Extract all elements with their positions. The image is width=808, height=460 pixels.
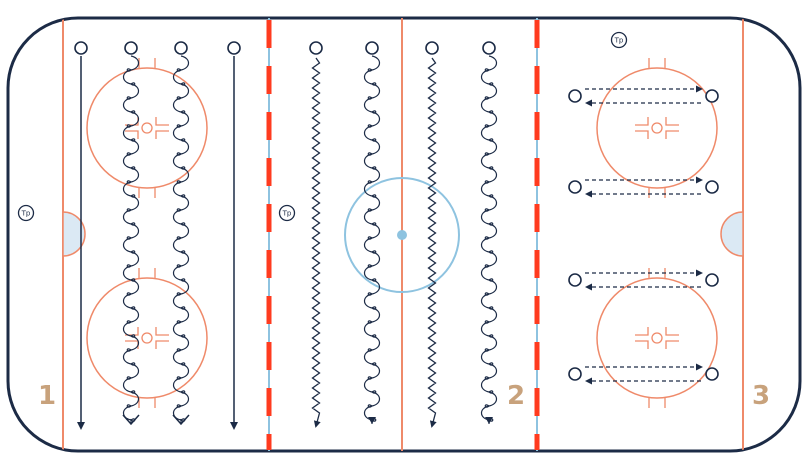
player-icon	[482, 41, 496, 55]
skate-loop-path	[363, 55, 381, 424]
center-faceoff-dot	[397, 230, 407, 240]
zone-number-1: 1	[38, 381, 56, 411]
skate-with-puck-arrow	[427, 57, 437, 428]
player-icon	[568, 273, 582, 287]
tp-marker-left: Tp	[17, 204, 35, 222]
player-icon	[705, 273, 719, 287]
player-icon	[568, 180, 582, 194]
goal-crease-right	[720, 211, 744, 257]
player-icon	[365, 41, 379, 55]
tp-label: Tp	[614, 37, 624, 45]
goal-crease-left	[62, 211, 86, 257]
drill-paths	[77, 55, 703, 430]
arrowhead	[485, 417, 493, 424]
arrowhead	[368, 417, 376, 424]
zone-number-2: 2	[507, 381, 525, 411]
skate-loop-path	[172, 55, 190, 424]
player-icon	[705, 89, 719, 103]
zone-number-3: 3	[752, 381, 770, 411]
open-arrowhead	[122, 414, 140, 426]
player-icon	[309, 41, 323, 55]
player-icon	[568, 367, 582, 381]
open-arrowhead	[172, 414, 190, 426]
tp-marker-center: Tp	[278, 204, 296, 222]
players	[74, 41, 719, 381]
skate-loop-path	[122, 55, 140, 424]
player-icon	[227, 41, 241, 55]
player-icon	[124, 41, 138, 55]
player-icon	[425, 41, 439, 55]
player-icon	[705, 180, 719, 194]
tp-label: Tp	[21, 210, 31, 218]
faceoff-circle	[596, 268, 718, 408]
player-icon	[568, 89, 582, 103]
tp-label: Tp	[282, 210, 292, 218]
player-icon	[705, 367, 719, 381]
player-icon	[74, 41, 88, 55]
faceoff-circle	[596, 58, 718, 198]
center-circle	[344, 177, 460, 293]
skate-loop-path	[480, 55, 498, 424]
player-icon	[174, 41, 188, 55]
tp-marker-right: Tp	[610, 31, 628, 49]
skate-with-puck-arrow	[311, 57, 321, 428]
